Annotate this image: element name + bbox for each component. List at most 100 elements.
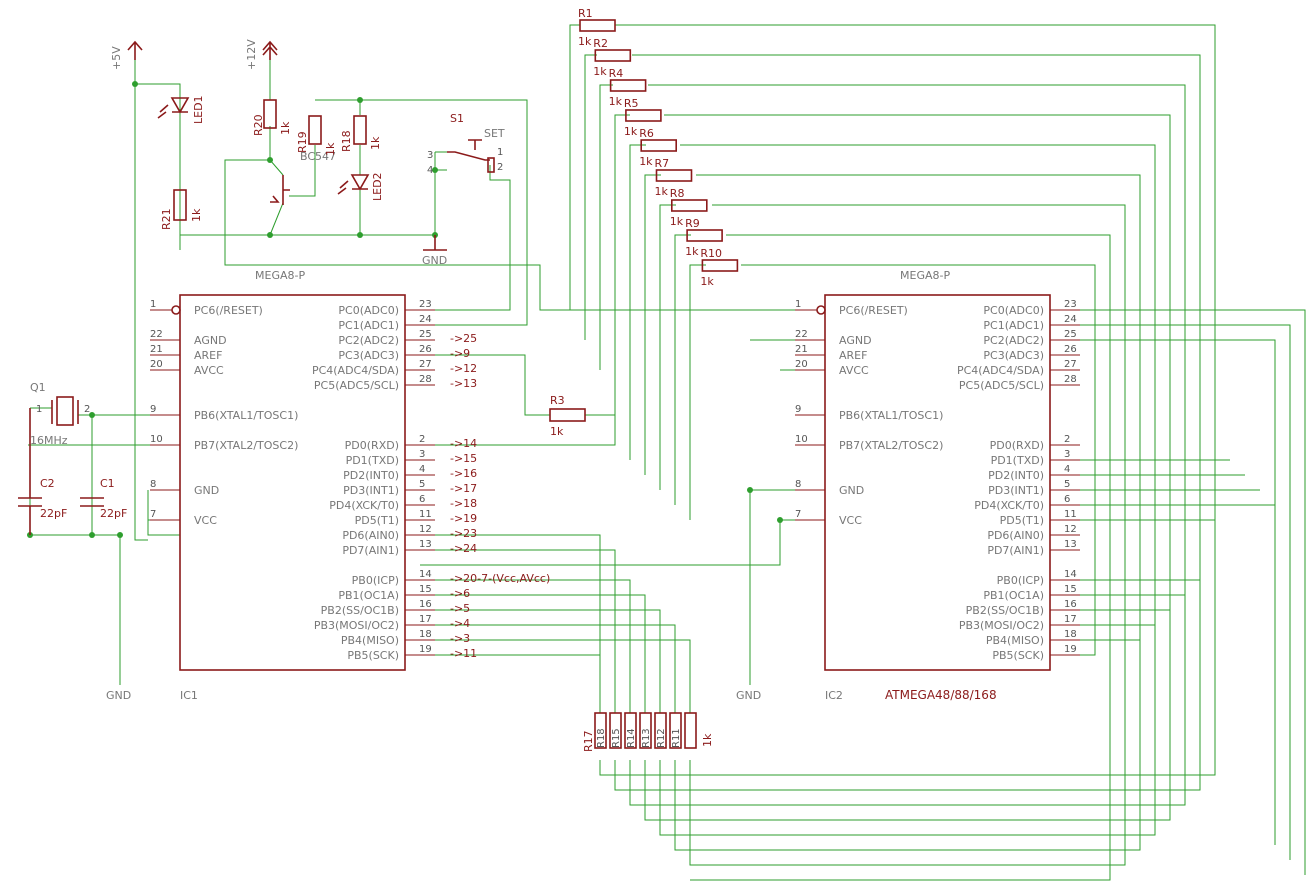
ladder-resistor-r1 xyxy=(579,19,616,32)
cap-c1: C1 22pF xyxy=(80,477,127,520)
ic1-pin-num-12: 12 xyxy=(419,524,432,535)
c2-name: C2 xyxy=(40,477,55,490)
c2-value: 22pF xyxy=(40,507,67,520)
r18: R18 1k xyxy=(340,115,382,152)
ic2-pin-label-6: PD4(XCK/T0) xyxy=(974,499,1044,512)
bottom-resistor-name-r13: R13 xyxy=(641,728,652,748)
ic2-pin-num-15: 15 xyxy=(1064,584,1077,595)
ic1-pin-num-7: 7 xyxy=(150,509,156,520)
ic1-pin-label-3: PD1(TXD) xyxy=(346,454,399,467)
ic2-pin-num-13: 13 xyxy=(1064,539,1077,550)
supply-12v-label: +12V xyxy=(245,39,258,70)
ic1-pin-label-26: PC3(ADC3) xyxy=(338,349,399,362)
bottom-resistor-r12 xyxy=(654,712,667,749)
ic2-value: MEGA8-P xyxy=(900,269,950,282)
ic1-pin-label-8: GND xyxy=(194,484,219,497)
led2-label: LED2 xyxy=(371,172,384,201)
ic1-pin-note-14: ->20-7-(Vcc,AVcc) xyxy=(450,572,550,585)
ic2-pin-num-23: 23 xyxy=(1064,299,1077,310)
ic1-pin-num-28: 28 xyxy=(419,374,432,385)
ic1-pin-note-13: ->24 xyxy=(450,542,477,555)
crystal-q1: Q1 1 2 16MHz xyxy=(30,381,90,447)
transistor-label: BC547 xyxy=(300,150,336,163)
ladder-name-r5: R5 xyxy=(624,97,639,110)
ladder-name-r7: R7 xyxy=(655,157,670,170)
ladder-resistor-r9 xyxy=(686,229,723,242)
r3-name: R3 xyxy=(550,394,565,407)
ic2-pin-num-12: 12 xyxy=(1064,524,1077,535)
c1-name: C1 xyxy=(100,477,115,490)
ic2-pin-num-28: 28 xyxy=(1064,374,1077,385)
ic1-pin-num-5: 5 xyxy=(419,479,425,490)
ic2-part-label: ATMEGA48/88/168 xyxy=(885,688,997,702)
ic1-pin-note-17: ->4 xyxy=(450,617,470,630)
ic1-pin-label-4: PD2(INT0) xyxy=(343,469,399,482)
ic2-pin-num-21: 21 xyxy=(795,344,808,355)
ic1-pin-num-26: 26 xyxy=(419,344,432,355)
ic1-pin-note-2: ->14 xyxy=(450,437,477,450)
bottom-resistor-r15 xyxy=(609,712,622,749)
crystal-value: 16MHz xyxy=(30,434,68,447)
ic1-pin-label-12: PD6(AIN0) xyxy=(342,529,399,542)
ic2-pin-label-19: PB5(SCK) xyxy=(992,649,1044,662)
ladder-resistor-r8 xyxy=(670,199,708,212)
ladder-resistor-r4 xyxy=(609,79,647,92)
ladder-value-r6: 1k xyxy=(639,155,653,168)
bottom-resistor-name-r14: R14 xyxy=(626,728,637,748)
ic2-pin-num-10: 10 xyxy=(795,434,808,445)
ic2-pin-num-26: 26 xyxy=(1064,344,1077,355)
ic1-pin-label-5: PD3(INT1) xyxy=(343,484,399,497)
ladder-resistor-r10 xyxy=(701,259,739,272)
ic2-pin-label-14: PB0(ICP) xyxy=(997,574,1044,587)
gnd-symbol-left: GND xyxy=(106,689,131,702)
ic2-pin-num-7: 7 xyxy=(795,509,801,520)
ladder-name-r1: R1 xyxy=(578,7,593,20)
ic2-pin-label-7: VCC xyxy=(839,514,862,527)
ic1-pin-num-19: 19 xyxy=(419,644,432,655)
ic2-pin-label-20: AVCC xyxy=(839,364,869,377)
ic1-pin-label-18: PB4(MISO) xyxy=(341,634,399,647)
bottom-resistor-name-r18: R18 xyxy=(596,728,607,748)
ic2-pin-num-20: 20 xyxy=(795,359,808,370)
ic2-pin-label-28: PC5(ADC5/SCL) xyxy=(959,379,1044,392)
ic1-pin-label-6: PD4(XCK/T0) xyxy=(329,499,399,512)
switch-pin-3: 3 xyxy=(427,150,433,161)
ladder-value-r7: 1k xyxy=(655,185,669,198)
wires xyxy=(28,24,1306,881)
r20-value: 1k xyxy=(279,121,292,135)
supply-5v-label: +5V xyxy=(110,46,123,70)
r20-name: R20 xyxy=(252,114,265,136)
ic1-pin-num-23: 23 xyxy=(419,299,432,310)
ic1-pin-label-25: PC2(ADC2) xyxy=(338,334,399,347)
ic1-pin-num-24: 24 xyxy=(419,314,432,325)
ic2-pin-num-19: 19 xyxy=(1064,644,1077,655)
led1: LED1 xyxy=(157,95,205,124)
ic1-pin-num-25: 25 xyxy=(419,329,432,340)
r3-value: 1k xyxy=(550,425,564,438)
ladder-resistor-r2 xyxy=(594,49,632,62)
ic2-pin-num-17: 17 xyxy=(1064,614,1077,625)
ic1-pin-num-27: 27 xyxy=(419,359,432,370)
bottom-resistor-name-r12: R12 xyxy=(656,728,667,748)
r19-name: R19 xyxy=(296,131,309,153)
ladder-value-r5: 1k xyxy=(624,125,638,138)
ladder-value-r4: 1k xyxy=(609,95,623,108)
ic1-pin-note-18: ->3 xyxy=(450,632,470,645)
ladder-resistor-r7 xyxy=(655,169,693,182)
ic2-pin-num-14: 14 xyxy=(1064,569,1077,580)
ic1-pin-num-20: 20 xyxy=(150,359,163,370)
ic1-pin-num-13: 13 xyxy=(419,539,432,550)
switch-name: S1 xyxy=(450,112,464,125)
ic2-pin-label-23: PC0(ADC0) xyxy=(983,304,1044,317)
bottom-resistors-value: 1k xyxy=(701,733,714,747)
transistor-bc547: BC547 xyxy=(270,150,336,205)
switch-pin-1: 1 xyxy=(497,147,503,158)
ic2-pin-label-1: PC6(/RESET) xyxy=(839,304,908,317)
ic1-pin-num-1: 1 xyxy=(150,299,156,310)
ladder-resistor-r5 xyxy=(625,109,662,122)
led1-label: LED1 xyxy=(192,95,205,124)
bottom-resistor-name-r11: R11 xyxy=(671,728,682,748)
ic1-pin-label-14: PB0(ICP) xyxy=(352,574,399,587)
ic2-pin-label-10: PB7(XTAL2/TOSC2) xyxy=(839,439,943,452)
ic2-pin-label-17: PB3(MOSI/OC2) xyxy=(959,619,1044,632)
